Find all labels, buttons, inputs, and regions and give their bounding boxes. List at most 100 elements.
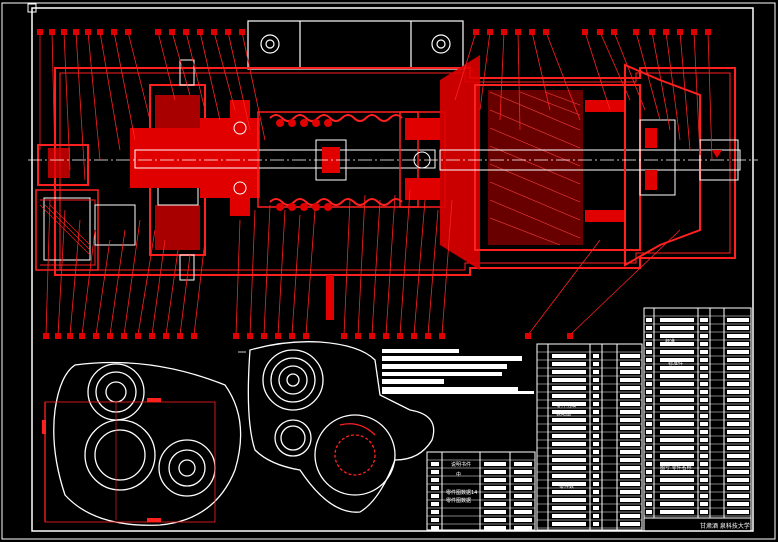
table-cell-text-block <box>700 406 708 410</box>
table-cell-text-block <box>593 402 599 406</box>
table-cell-text-block <box>660 334 694 338</box>
table-cell-text-block <box>660 382 694 386</box>
table-cell-text-block <box>620 386 640 390</box>
table-cell-text-block <box>620 514 640 518</box>
table-cell-text-block <box>431 494 439 498</box>
table-cell-text-block <box>727 374 749 378</box>
table-cell-text-block <box>620 370 640 374</box>
table-cell-text-block <box>700 454 708 458</box>
table-cell-text-block <box>646 422 652 426</box>
table-cell-text-block <box>484 462 506 466</box>
table-cell-text-block <box>552 362 586 366</box>
table-cell-text-block <box>431 478 439 482</box>
part-balloons-bottom <box>43 333 573 339</box>
table-cell-text-block <box>727 454 749 458</box>
table-cell-text-block <box>552 506 586 510</box>
table-cell-text-block <box>660 414 694 418</box>
table-cell-text-block <box>660 486 694 490</box>
table-cell-text-block <box>593 474 599 478</box>
table-cell-text-block <box>593 490 599 494</box>
inner-border <box>31 7 754 532</box>
table-cell-text-block <box>593 370 599 374</box>
table-cell-text-block <box>552 498 586 502</box>
table-cell-text-block <box>484 486 506 490</box>
table-cell-text-block <box>727 326 749 330</box>
table-cell-text-block <box>620 354 640 358</box>
table-cell-text-block <box>620 450 640 454</box>
table-cell-text-block <box>431 510 439 514</box>
table-cell-text-block <box>700 422 708 426</box>
table-cell-text-block <box>646 438 652 442</box>
table-cell-text-block <box>514 494 532 498</box>
table-cell-text-block <box>727 334 749 338</box>
table-cell-text-block <box>552 410 586 414</box>
table-cell-text-block <box>552 418 586 422</box>
table-cell-text-block <box>484 510 506 514</box>
table-cell-text-block <box>552 370 586 374</box>
table-cell-text-block <box>646 510 652 514</box>
table-cell-text-block <box>593 458 599 462</box>
table-cell-text-block <box>727 358 749 362</box>
table-cell-text-block <box>552 474 586 478</box>
table-cell-text-block <box>660 390 694 394</box>
right-table-labels: 标准 标准件 图号 零件名称 <box>660 338 692 471</box>
part-leader-lines <box>39 31 713 336</box>
table-cell-text-block <box>620 474 640 478</box>
table-cell-text-block <box>646 454 652 458</box>
table-rows <box>427 315 751 530</box>
table-cell-text-block <box>646 318 652 322</box>
table-cell-text-block <box>700 334 708 338</box>
table-cell-text-block <box>727 390 749 394</box>
table-cell-text-block <box>660 462 694 466</box>
table-cell-text-block <box>700 438 708 442</box>
table-cell-text-block <box>700 486 708 490</box>
table-cell-text-block <box>593 466 599 470</box>
table-cell-text-block <box>700 414 708 418</box>
table-cell-text-block <box>514 526 532 530</box>
table-cell-text-block <box>620 362 640 366</box>
table-cell-text-block <box>646 406 652 410</box>
table-cell-text-block <box>552 458 586 462</box>
table-cell-text-block <box>646 462 652 466</box>
middle-table-label-3: 零件数 <box>559 483 574 490</box>
title-block-school: 甘肃酒 泉科技大学 <box>700 522 750 530</box>
table-cell-text-block <box>660 510 694 514</box>
table-cell-text-block <box>700 350 708 354</box>
table-cell-text-block <box>700 374 708 378</box>
table-cell-text-block <box>593 522 599 526</box>
table-cell-text-block <box>514 518 532 522</box>
table-cell-text-block <box>593 386 599 390</box>
table-cell-text-block <box>660 454 694 458</box>
table-cell-text-block <box>646 374 652 378</box>
table-cell-text-block <box>646 350 652 354</box>
table-cell-text-block <box>727 366 749 370</box>
table-cell-text-block <box>431 526 439 530</box>
corner-marker <box>27 3 37 13</box>
cam-profile-view <box>238 341 435 513</box>
table-cell-text-block <box>514 470 532 474</box>
table-cell-text-block <box>660 366 694 370</box>
table-cell-text-block <box>593 482 599 486</box>
table-cell-text-block <box>727 470 749 474</box>
table-cell-text-block <box>593 450 599 454</box>
table-cell-text-block <box>727 510 749 514</box>
table-cell-text-block <box>552 490 586 494</box>
table-cell-text-block <box>552 482 586 486</box>
table-cell-text-block <box>620 426 640 430</box>
table-cell-text-block <box>552 426 586 430</box>
table-cell-text-block <box>660 374 694 378</box>
right-table-label-2: 标准件 <box>668 360 683 367</box>
table-cell-text-block <box>700 446 708 450</box>
table-cell-text-block <box>646 478 652 482</box>
table-cell-text-block <box>646 390 652 394</box>
table-cell-text-block <box>593 426 599 430</box>
table-cell-text-block <box>660 438 694 442</box>
table-cell-text-block <box>431 470 439 474</box>
table-cell-text-block <box>700 358 708 362</box>
left-gearbox <box>35 144 136 271</box>
table-cell-text-block <box>700 478 708 482</box>
table-cell-text-block <box>700 430 708 434</box>
table-cell-text-block <box>660 350 694 354</box>
table-cell-text-block <box>484 518 506 522</box>
table-cell-text-block <box>514 478 532 482</box>
